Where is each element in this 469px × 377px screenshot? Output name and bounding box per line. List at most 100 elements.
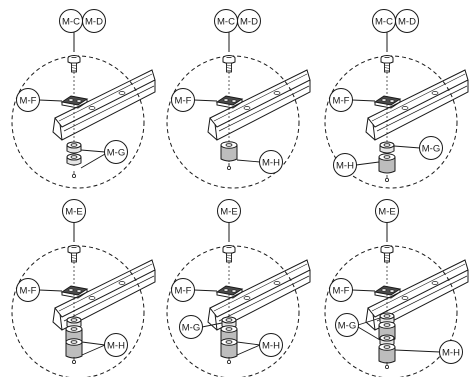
screw-tip-end bbox=[72, 359, 77, 364]
callout-label-m-h: M-H bbox=[336, 160, 354, 171]
rail-hole bbox=[431, 91, 439, 95]
callout-label-m-f: M-F bbox=[333, 95, 350, 106]
screw-tip-end bbox=[384, 364, 389, 369]
leader-line bbox=[38, 99, 63, 102]
callout-label-m-d: M-D bbox=[398, 16, 416, 27]
nut-plate-hole bbox=[389, 289, 395, 293]
callout-bubble bbox=[179, 315, 203, 339]
spacer-hole bbox=[70, 340, 78, 344]
callout-bubble bbox=[419, 136, 443, 160]
nut-plate-hole bbox=[68, 98, 74, 102]
screw-thread bbox=[71, 67, 77, 69]
callout-label-m-c: M-C bbox=[62, 16, 80, 27]
callout-label-m-f: M-F bbox=[175, 285, 192, 296]
leader-line bbox=[393, 145, 421, 149]
screw-tip-end bbox=[384, 177, 389, 182]
callout-label-m-h: M-H bbox=[107, 340, 125, 351]
callout-label-m-f: M-F bbox=[20, 285, 37, 296]
screw-head-side bbox=[68, 58, 80, 62]
rail-hole bbox=[431, 281, 439, 285]
callout-bubble bbox=[237, 9, 261, 33]
nut-plate-side bbox=[374, 99, 401, 109]
callout-label-m-e: M-E bbox=[220, 206, 237, 217]
callout-bubble bbox=[335, 313, 359, 337]
detail-circle bbox=[11, 55, 145, 189]
callout-bubble bbox=[171, 278, 195, 302]
rail-crease bbox=[218, 85, 310, 132]
leader-line bbox=[80, 149, 106, 153]
nut-plate-hole bbox=[76, 289, 82, 293]
spacer-hole bbox=[383, 345, 391, 349]
panel-4: M-EM-FM-H bbox=[11, 199, 156, 377]
callout-label-m-g: M-G bbox=[338, 320, 356, 331]
rail-hole bbox=[88, 296, 96, 300]
callout-label-m-h: M-H bbox=[442, 347, 460, 358]
washer-hole bbox=[70, 143, 78, 147]
screw-head-side bbox=[223, 58, 235, 62]
leader-line bbox=[81, 341, 106, 346]
rail-side bbox=[372, 80, 469, 141]
callout-bubble bbox=[259, 333, 283, 357]
callout-label-m-h: M-H bbox=[262, 157, 280, 168]
leader-line bbox=[357, 326, 381, 341]
screw-thread bbox=[384, 257, 390, 259]
leader-line bbox=[355, 161, 380, 166]
screw-thread bbox=[226, 67, 232, 69]
callout-label-m-g: M-G bbox=[182, 322, 200, 333]
rail-inner-edge bbox=[213, 263, 308, 312]
callout-label-m-f: M-F bbox=[20, 95, 37, 106]
screw-tip-end bbox=[226, 165, 231, 170]
screw-head-side bbox=[68, 248, 80, 252]
nut-plate-side bbox=[216, 289, 243, 299]
screw-thread bbox=[384, 67, 390, 69]
screw-tip-end bbox=[72, 173, 77, 178]
leader-line bbox=[201, 322, 223, 328]
nut-plate-hole bbox=[381, 288, 387, 292]
leader-line bbox=[357, 317, 381, 326]
callout-label-m-d: M-D bbox=[85, 16, 103, 27]
washer-hole bbox=[383, 336, 391, 340]
callout-label-m-h: M-H bbox=[262, 340, 280, 351]
screw-thread bbox=[384, 64, 390, 67]
nut-plate-side bbox=[61, 99, 88, 109]
callout-bubble bbox=[329, 278, 353, 302]
leader-line bbox=[236, 344, 261, 356]
rail-hole bbox=[243, 296, 251, 300]
screw-thread bbox=[71, 259, 77, 262]
washer-hole bbox=[383, 314, 391, 318]
rail-inner-edge bbox=[58, 263, 153, 312]
leader-line bbox=[38, 289, 63, 292]
nut-plate-side bbox=[374, 289, 401, 299]
rail-hole bbox=[401, 106, 409, 110]
screw-thread bbox=[71, 254, 77, 257]
rail-side bbox=[372, 270, 469, 331]
screw-thread bbox=[71, 257, 77, 259]
leader-line bbox=[351, 99, 376, 102]
callout-label-m-e: M-E bbox=[378, 206, 395, 217]
leader-line bbox=[351, 289, 376, 292]
spacer-hole bbox=[70, 327, 78, 331]
nut-plate-hole bbox=[223, 98, 229, 102]
nut-plate-hole bbox=[223, 288, 229, 292]
rail-lip bbox=[52, 117, 63, 141]
spacer-side bbox=[378, 157, 396, 174]
screw-thread bbox=[226, 254, 232, 257]
spacer-side bbox=[220, 145, 238, 162]
spacer-hole bbox=[225, 340, 233, 344]
rail-side bbox=[214, 270, 311, 331]
nut-plate-hole bbox=[231, 289, 237, 293]
callout-bubble bbox=[104, 333, 128, 357]
screw-thread bbox=[226, 259, 232, 262]
callout-bubble bbox=[333, 153, 357, 177]
leader-line bbox=[81, 344, 106, 356]
rail-side bbox=[59, 270, 156, 331]
callout-label-m-d: M-D bbox=[240, 16, 258, 27]
rail-lip bbox=[207, 117, 218, 141]
rail-inner-edge bbox=[371, 73, 466, 122]
washer-hole bbox=[383, 143, 391, 147]
spacer-hole bbox=[225, 143, 233, 147]
rail-hole bbox=[273, 281, 281, 285]
rail-hole bbox=[88, 106, 96, 110]
